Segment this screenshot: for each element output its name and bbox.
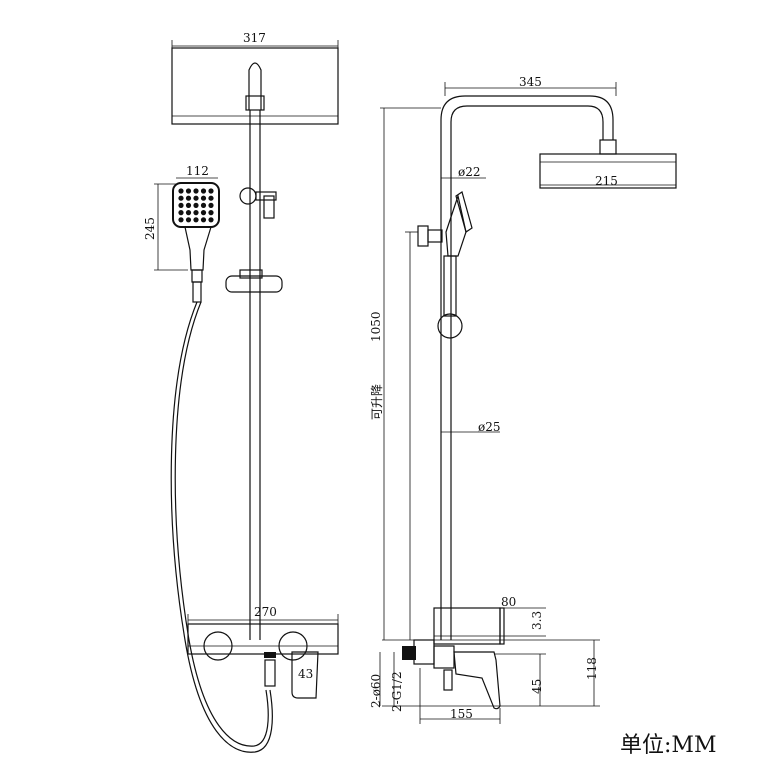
nozzle-dot bbox=[208, 217, 214, 223]
side-handheld bbox=[455, 191, 473, 233]
nozzle-dot bbox=[193, 217, 199, 223]
front-view: 317 112 245 bbox=[143, 31, 339, 753]
nozzle-dot bbox=[178, 217, 184, 223]
front-mixer-width: 270 bbox=[254, 605, 277, 619]
side-body-height: 118 bbox=[585, 657, 599, 680]
side-mixer-body bbox=[433, 607, 501, 645]
nozzle-dot bbox=[178, 195, 184, 201]
nozzle-dot bbox=[185, 210, 192, 216]
front-mixer-body bbox=[187, 623, 339, 655]
side-arm bbox=[440, 95, 614, 640]
front-top-shower bbox=[171, 47, 339, 125]
side-escutcheon-spec: 2-ø60 bbox=[369, 674, 383, 708]
nozzle-dot bbox=[208, 210, 214, 216]
nozzle-dot bbox=[193, 202, 199, 208]
side-mixer-depth: 80 bbox=[501, 595, 516, 609]
side-arm-reach: 345 bbox=[519, 75, 542, 89]
nozzle-dot bbox=[208, 202, 214, 208]
unit-label: 单位:MM bbox=[620, 733, 716, 758]
nozzle-dot bbox=[185, 217, 192, 223]
nozzle-dot bbox=[193, 195, 199, 201]
nozzle-dot bbox=[208, 195, 214, 201]
front-handheld-width: 112 bbox=[186, 164, 209, 178]
front-handheld bbox=[172, 182, 220, 303]
side-spout bbox=[453, 651, 501, 710]
front-hose bbox=[170, 301, 273, 753]
nozzle-dot bbox=[193, 188, 199, 194]
side-top-shower-depth: 215 bbox=[595, 174, 618, 188]
nozzle-dot bbox=[178, 210, 184, 216]
side-upper-pipe-dia: ø22 bbox=[458, 165, 481, 179]
side-view: 215 345 ø22 ø25 1050 可升降 80 bbox=[369, 75, 677, 724]
front-top-shower-width: 317 bbox=[243, 31, 266, 45]
nozzle-dot bbox=[185, 195, 192, 201]
side-spout-projection: 155 bbox=[450, 707, 473, 721]
nozzle-dot bbox=[208, 188, 214, 194]
side-spout-height: 45 bbox=[530, 679, 544, 694]
nozzle-dot bbox=[193, 210, 199, 216]
front-lever bbox=[291, 651, 319, 699]
front-lever-dim: 43 bbox=[298, 667, 313, 681]
nozzle-dot bbox=[185, 202, 192, 208]
side-lower-pipe-dia: ø25 bbox=[478, 420, 501, 434]
nozzle-dot bbox=[200, 188, 207, 194]
side-mixer-offset: 3.3 bbox=[530, 611, 544, 630]
nozzle-dot bbox=[200, 202, 207, 208]
side-adjustable-label: 可升降 bbox=[370, 384, 384, 420]
side-top-shower bbox=[539, 153, 677, 189]
nozzle-dot bbox=[185, 188, 192, 194]
nozzle-dot bbox=[178, 202, 184, 208]
nozzle-dot bbox=[200, 217, 207, 223]
front-slide-holder bbox=[225, 275, 283, 293]
nozzle-dot bbox=[200, 195, 207, 201]
nozzle-dot bbox=[178, 188, 184, 194]
front-handheld-height: 245 bbox=[143, 217, 157, 240]
nozzle-dot bbox=[200, 210, 207, 216]
side-thread-spec: 2-G1/2 bbox=[390, 671, 404, 712]
side-total-height: 1050 bbox=[369, 311, 383, 342]
